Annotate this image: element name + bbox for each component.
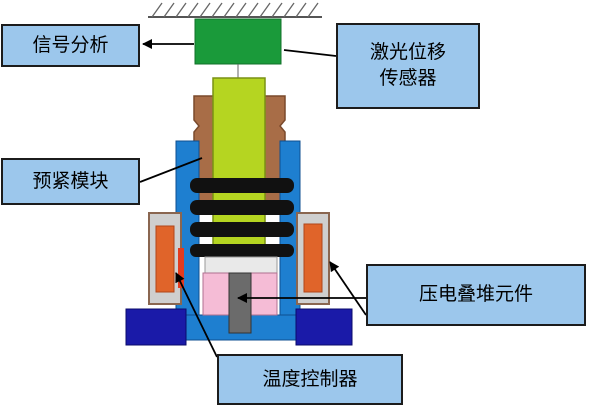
temperature-controller-text: 温度控制器 (262, 367, 358, 390)
inner-heater-strip (178, 248, 184, 288)
temperature-controller-label: 温度控制器 (217, 354, 403, 405)
piezo-stack-text: 压电叠堆元件 (418, 283, 533, 306)
piezo-stack-label: 压电叠堆元件 (366, 264, 586, 326)
right-base-block (295, 308, 353, 346)
left-heater (155, 225, 175, 293)
left-base-block (125, 308, 187, 346)
signal-analysis-label: 信号分析 (1, 24, 140, 67)
laser-sensor-text: 激光位移 传感器 (369, 41, 446, 89)
laser-sensor (194, 18, 282, 65)
signal-analysis-text: 信号分析 (32, 33, 109, 56)
right-heater (303, 223, 323, 293)
leader-lines (139, 39, 367, 358)
preload-module-text: 预紧模块 (32, 169, 109, 192)
preload-module-label: 预紧模块 (1, 158, 140, 205)
preload-spring (190, 178, 294, 257)
fixed-ceiling (148, 2, 322, 18)
laser-sensor-label: 激光位移 传感器 (336, 23, 480, 109)
